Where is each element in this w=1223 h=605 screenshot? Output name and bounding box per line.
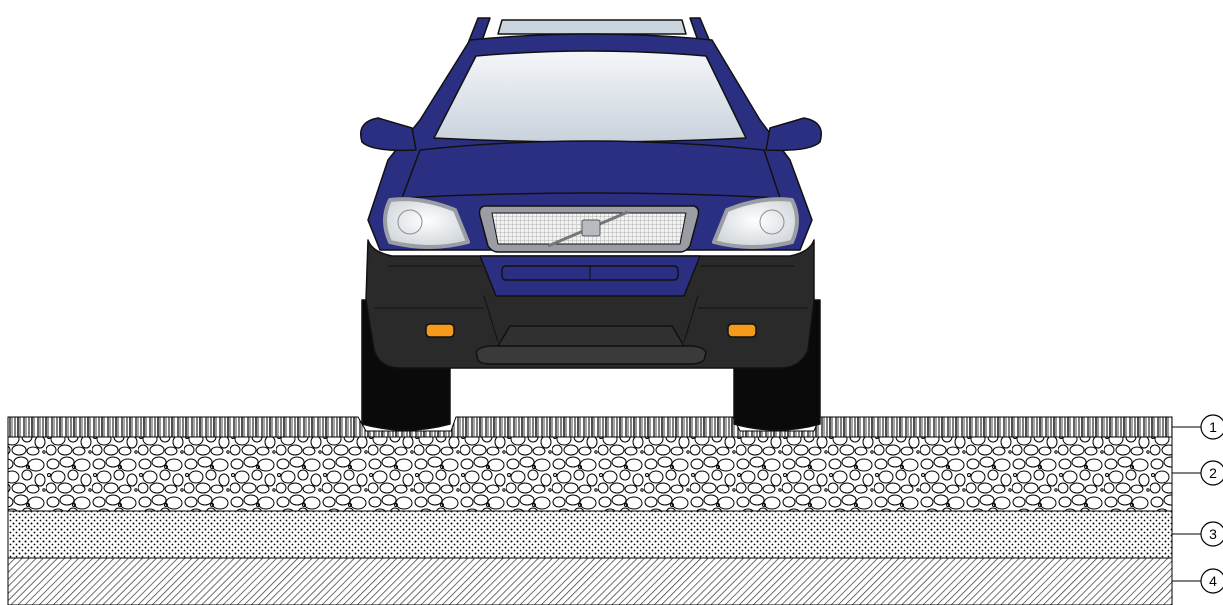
layer-1-surface-course [8, 417, 1172, 437]
callout-layer-1: 1 [1172, 415, 1223, 439]
suv-front-view [361, 18, 822, 430]
layer-3-subbase [8, 511, 1172, 558]
road-layers [8, 417, 1172, 605]
layer-4-subgrade [8, 558, 1172, 605]
right-indicator-light [728, 324, 756, 337]
sunroof [498, 20, 686, 34]
layer-callouts: 1 2 3 4 [1172, 415, 1223, 593]
right-mirror [766, 118, 821, 150]
callout-label-4: 4 [1209, 573, 1217, 589]
grille-emblem [582, 220, 600, 236]
callout-layer-4: 4 [1172, 569, 1223, 593]
callout-label-1: 1 [1209, 419, 1217, 435]
layer-2-base-course [8, 437, 1172, 511]
callout-label-2: 2 [1209, 465, 1217, 481]
lower-vent [498, 326, 684, 346]
callout-layer-2: 2 [1172, 461, 1223, 485]
hood [402, 141, 780, 198]
left-indicator-light [426, 324, 454, 337]
left-mirror [361, 118, 416, 150]
windshield [434, 51, 746, 142]
callout-layer-3: 3 [1172, 522, 1223, 546]
callout-label-3: 3 [1209, 526, 1217, 542]
skid-plate [476, 346, 706, 364]
